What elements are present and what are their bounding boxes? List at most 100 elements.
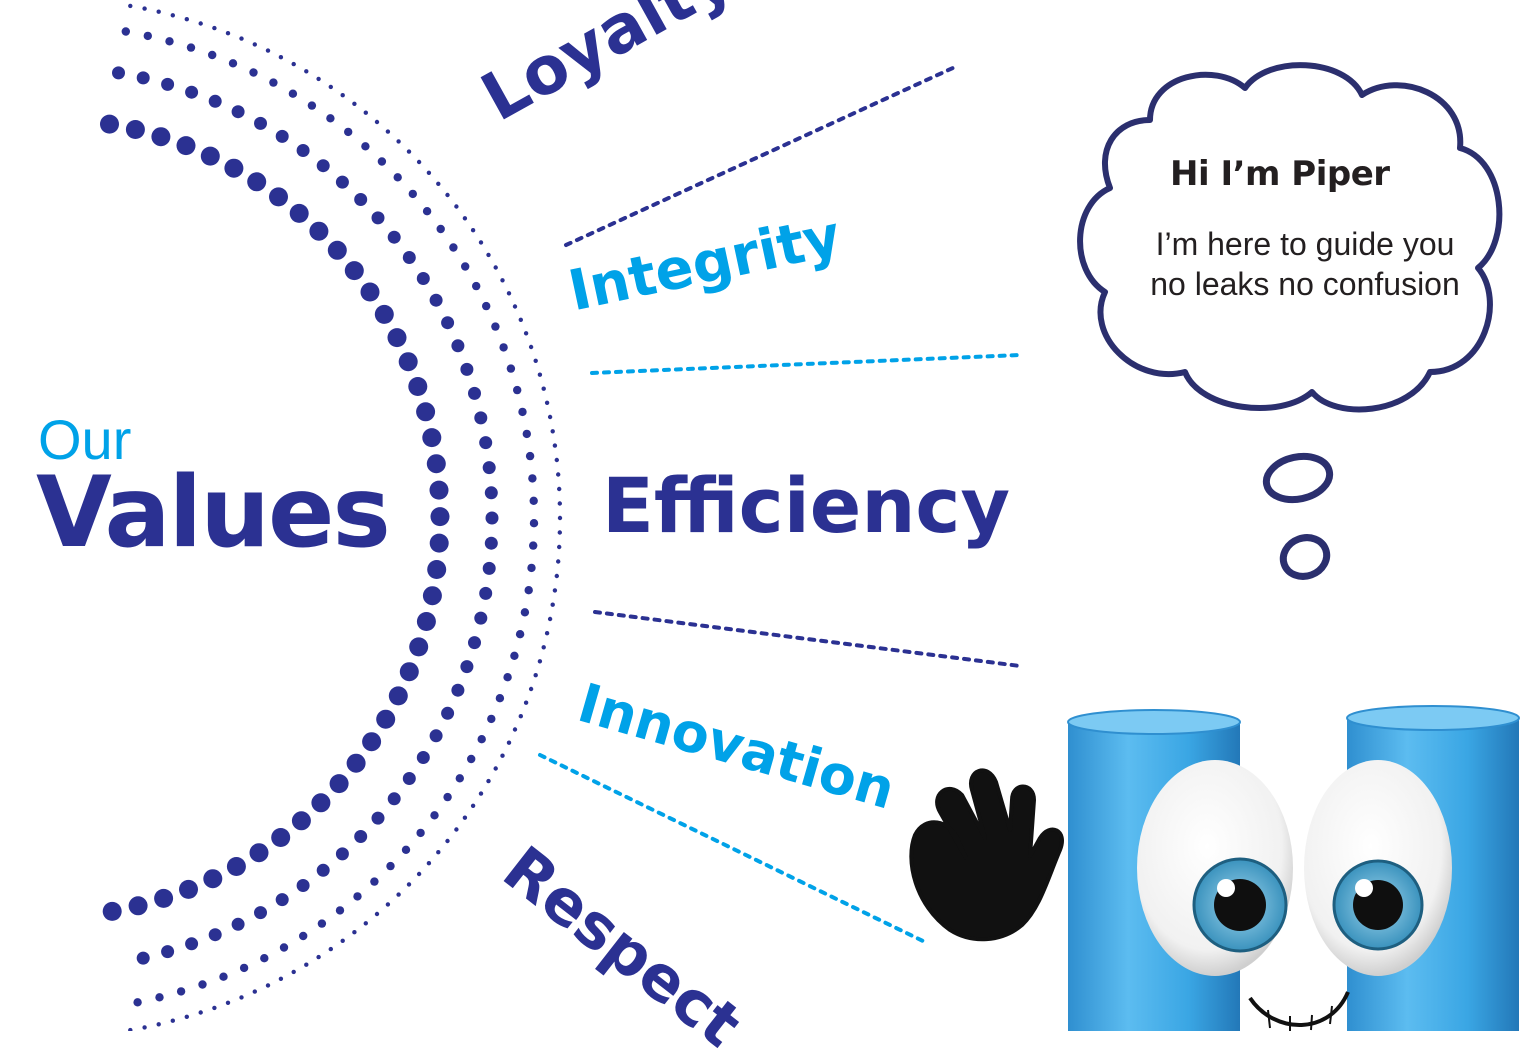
arc-dot	[156, 1022, 161, 1027]
arc-dot	[474, 411, 488, 425]
arc-dot	[309, 221, 329, 241]
arc-dot	[352, 101, 357, 107]
arc-dot	[387, 792, 401, 806]
arc-dot	[495, 694, 505, 703]
arc-dot	[154, 888, 174, 908]
arc-dot	[254, 116, 267, 130]
arc-dot	[429, 533, 449, 553]
arc-dot	[208, 94, 222, 108]
arc-dot	[429, 293, 443, 307]
arc-dot	[550, 429, 555, 434]
arc-dot	[482, 561, 496, 575]
arc-dot	[212, 1005, 217, 1011]
arc-dot	[208, 50, 217, 60]
arc-dot	[429, 729, 443, 743]
arc-dot	[329, 774, 349, 794]
arc-dot	[136, 71, 150, 85]
arc-dot	[335, 906, 345, 915]
arc-dot	[486, 252, 491, 258]
arc-dot	[374, 304, 394, 324]
arc-dot	[451, 339, 465, 353]
arc-dot	[198, 980, 207, 989]
arc-dot	[185, 85, 199, 99]
arc-dot	[304, 962, 309, 967]
arc-dot	[556, 472, 561, 477]
arc-dot	[142, 6, 147, 11]
arc-dot	[528, 686, 534, 692]
arc-dot	[422, 428, 442, 448]
arc-dot	[441, 316, 455, 330]
arc-dot	[271, 828, 291, 847]
arc-dot	[225, 31, 231, 36]
separator-line	[538, 753, 927, 944]
arc-dot	[184, 17, 189, 22]
arc-dot	[142, 1025, 147, 1030]
arc-dot	[328, 946, 333, 952]
arc-dot	[352, 930, 357, 935]
arc-dot	[128, 3, 133, 9]
arc-dot	[479, 586, 493, 600]
arc-dot	[307, 101, 317, 110]
arc-dot	[363, 110, 368, 115]
arc-dot	[518, 714, 523, 719]
thought-dot-large	[1262, 452, 1334, 504]
separator-lines	[538, 65, 1022, 944]
arc-dot	[445, 838, 450, 844]
arc-dot	[467, 754, 476, 764]
arc-dot	[426, 454, 446, 474]
arc-dot	[557, 515, 563, 521]
arc-dot	[468, 636, 481, 650]
arc-dot	[451, 683, 465, 697]
arc-dot	[528, 344, 534, 350]
arc-dot	[478, 791, 484, 796]
arc-dot	[510, 651, 519, 660]
arc-dot	[226, 857, 246, 876]
arc-dot	[477, 735, 486, 744]
arc-dot	[518, 407, 527, 417]
arc-dot	[399, 662, 419, 682]
arc-dot	[340, 938, 345, 943]
arc-dot	[316, 159, 330, 173]
arc-dot	[470, 228, 476, 233]
arc-dot	[231, 917, 245, 931]
arc-dot	[529, 541, 538, 550]
arc-dot	[406, 149, 412, 154]
arc-dot	[503, 673, 512, 682]
arc-dot	[275, 129, 289, 143]
arc-dot	[361, 142, 370, 151]
arc-dot	[151, 127, 171, 147]
arc-dot	[128, 1027, 133, 1031]
arc-dot	[533, 673, 538, 678]
arc-dot	[541, 386, 546, 391]
arc-dot	[479, 436, 493, 450]
arc-dot	[374, 911, 380, 917]
arc-dot	[528, 474, 537, 483]
arc-dot	[525, 451, 535, 461]
arc-dot	[430, 811, 439, 820]
arc-dot	[299, 931, 308, 941]
arc-dot	[547, 616, 553, 622]
arc-dot	[557, 544, 562, 550]
arc-dot	[289, 203, 309, 223]
arc-dot	[499, 343, 508, 352]
arc-dot	[472, 281, 481, 291]
arc-dot	[506, 740, 512, 745]
arc-dot	[155, 993, 164, 1002]
arc-dot	[523, 331, 529, 336]
arc-dot	[557, 486, 562, 492]
arc-dot	[484, 486, 498, 500]
arc-dot	[208, 928, 222, 942]
arc-dot	[523, 700, 529, 705]
arc-dot	[443, 792, 452, 802]
arc-dot	[112, 66, 125, 80]
arc-dot	[387, 328, 407, 348]
arc-dot	[311, 793, 331, 813]
arc-dot	[247, 172, 267, 192]
arc-dot	[278, 55, 284, 60]
arc-dot	[121, 27, 130, 36]
arc-dot	[429, 480, 449, 500]
arc-dot	[554, 573, 559, 579]
separator-line	[564, 65, 957, 247]
arc-dot	[460, 660, 474, 674]
arc-dot	[386, 861, 395, 871]
